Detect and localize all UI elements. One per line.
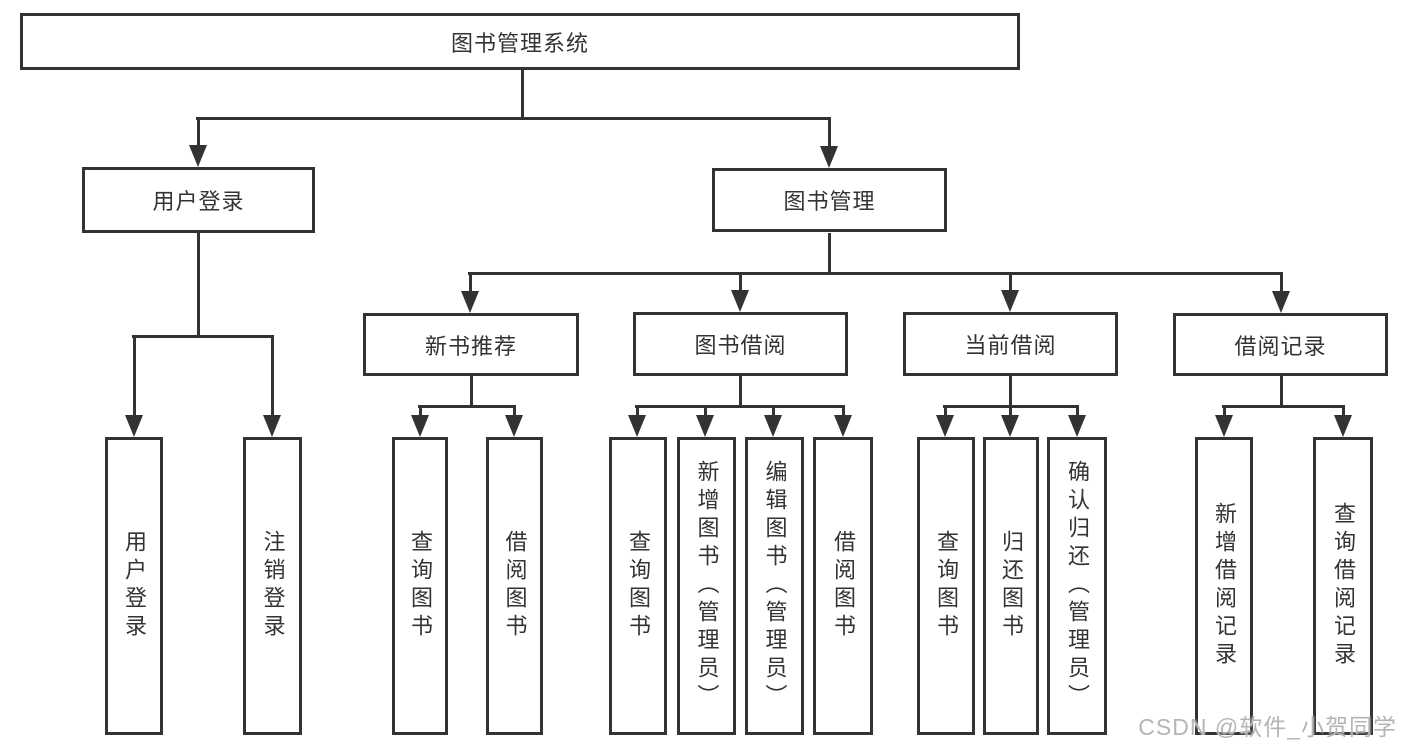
connector-stem-line [828, 233, 831, 275]
connector-arrow-line [704, 405, 707, 419]
node-leaf-confirm-return-admin: 确认归还（管理员） [1047, 437, 1107, 735]
connector-stem-line [739, 376, 742, 408]
connector-stem-line [1009, 376, 1012, 408]
connector-rail-line [132, 335, 274, 338]
connector-stem-line [470, 376, 473, 408]
connector-arrow-line [1009, 405, 1012, 419]
connector-arrow-line [1009, 272, 1012, 294]
arrow-down-icon [189, 145, 207, 167]
connector-arrow-line [469, 272, 472, 295]
arrow-down-icon [764, 415, 782, 437]
node-root: 图书管理系统 [20, 13, 1020, 70]
connector-rail-line [418, 405, 516, 408]
arrow-down-icon [1001, 415, 1019, 437]
node-user-login: 用户登录 [82, 167, 315, 233]
connector-arrow-line [828, 117, 831, 150]
arrow-down-icon [461, 291, 479, 313]
arrow-down-icon [834, 415, 852, 437]
arrow-down-icon [125, 415, 143, 437]
connector-rail-line [196, 117, 831, 120]
node-leaf-edit-books-admin: 编辑图书（管理员） [745, 437, 804, 735]
arrow-down-icon [820, 146, 838, 168]
connector-arrow-line [133, 335, 136, 419]
node-leaf-query-books-current: 查询图书 [917, 437, 975, 735]
arrow-down-icon [696, 415, 714, 437]
arrow-down-icon [263, 415, 281, 437]
arrow-down-icon [1334, 415, 1352, 437]
connector-arrow-line [636, 405, 639, 419]
arrow-down-icon [628, 415, 646, 437]
arrow-down-icon [731, 290, 749, 312]
node-leaf-add-books-admin: 新增图书（管理员） [677, 437, 736, 735]
connector-arrow-line [944, 405, 947, 419]
connector-arrow-line [197, 117, 200, 149]
connector-stem-line [197, 233, 200, 338]
connector-arrow-line [1223, 405, 1226, 419]
connector-stem-line [521, 70, 524, 120]
node-current-borrowing: 当前借阅 [903, 312, 1118, 376]
connector-arrow-line [1342, 405, 1345, 419]
node-leaf-query-borrow-record: 查询借阅记录 [1313, 437, 1373, 735]
node-leaf-user-login: 用户登录 [105, 437, 163, 735]
node-leaf-add-borrow-record: 新增借阅记录 [1195, 437, 1253, 735]
connector-arrow-line [842, 405, 845, 419]
connector-arrow-line [271, 335, 274, 419]
node-leaf-borrow-books-recommend: 借阅图书 [486, 437, 543, 735]
node-leaf-logout-login: 注销登录 [243, 437, 302, 735]
connector-rail-line [635, 405, 845, 408]
node-leaf-query-books-recommend: 查询图书 [392, 437, 448, 735]
arrow-down-icon [1215, 415, 1233, 437]
node-borrowing-records: 借阅记录 [1173, 313, 1388, 376]
connector-arrow-line [419, 405, 422, 419]
node-book-management: 图书管理 [712, 168, 947, 232]
arrow-down-icon [1001, 290, 1019, 312]
node-new-book-recommend: 新书推荐 [363, 313, 579, 376]
connector-arrow-line [772, 405, 775, 419]
connector-arrow-line [739, 272, 742, 294]
arrow-down-icon [936, 415, 954, 437]
arrow-down-icon [1272, 291, 1290, 313]
node-leaf-return-books: 归还图书 [983, 437, 1039, 735]
node-book-borrowing: 图书借阅 [633, 312, 848, 376]
connector-arrow-line [513, 405, 516, 419]
arrow-down-icon [505, 415, 523, 437]
node-leaf-query-books-borrowing: 查询图书 [609, 437, 667, 735]
connector-arrow-line [1076, 405, 1079, 419]
connector-stem-line [1280, 376, 1283, 408]
connector-arrow-line [1280, 272, 1283, 295]
connector-rail-line [468, 272, 1283, 275]
connector-rail-line [1222, 405, 1345, 408]
node-leaf-borrow-books-borrowing: 借阅图书 [813, 437, 873, 735]
arrow-down-icon [411, 415, 429, 437]
arrow-down-icon [1068, 415, 1086, 437]
watermark: CSDN @软件_小贺同学 [1138, 714, 1397, 740]
